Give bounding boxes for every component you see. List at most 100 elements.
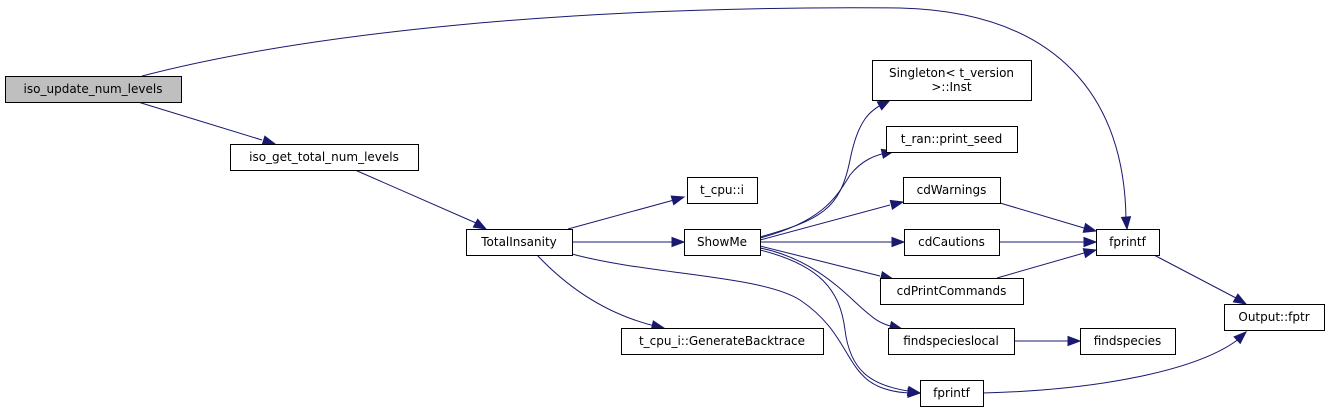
nodes-layer: iso_update_num_levels iso_get_total_num_l… — [5, 60, 1325, 407]
node-box — [888, 328, 1015, 355]
node-label: ShowMe — [697, 235, 747, 249]
node-fprintf-bottom[interactable]: fprintf — [920, 380, 984, 407]
node-box — [920, 380, 984, 407]
node-singleton-inst[interactable]: Singleton< t_version>::Inst — [872, 60, 1032, 101]
edge-line — [567, 199, 675, 230]
edge-iso_update-to-fprintf_top — [141, 7, 1132, 231]
node-box — [872, 60, 1032, 101]
edge-show_me-to-fprintf_bottom — [759, 249, 922, 397]
node-box — [903, 177, 1001, 204]
node-iso-get-total[interactable]: iso_get_total_num_levels — [230, 144, 419, 171]
node-label: t_cpu_i::GenerateBacktrace — [639, 334, 805, 348]
node-box — [466, 229, 573, 256]
arrowhead-icon — [261, 135, 277, 146]
edge-line — [996, 252, 1085, 279]
edge-line — [137, 101, 263, 141]
edge-line — [982, 337, 1241, 394]
node-box — [886, 126, 1018, 153]
edge-show_me-to-cd_print_commands — [759, 245, 895, 282]
node-fprintf-top[interactable]: fprintf — [1096, 229, 1160, 256]
edge-findspecieslocal-to-findspecies — [1014, 335, 1082, 347]
edge-line — [759, 245, 881, 277]
node-cd-warnings[interactable]: cdWarnings — [903, 177, 1001, 204]
node-box — [1080, 328, 1176, 355]
edge-total_insanity-to-show_me — [572, 236, 686, 248]
node-label: TotalInsanity — [480, 235, 557, 249]
edge-iso_update-to-iso_get_total — [137, 101, 277, 146]
node-findspecieslocal[interactable]: findspecieslocal — [888, 328, 1015, 355]
node-label: iso_get_total_num_levels — [249, 150, 399, 164]
node-output-fptr[interactable]: Output::fptr — [1224, 304, 1325, 331]
edge-cd_warnings-to-fprintf_top — [999, 202, 1098, 233]
node-label: cdPrintCommands — [897, 284, 1007, 298]
edge-show_me-to-cd_warnings — [759, 199, 905, 241]
arrowhead-icon — [889, 199, 905, 210]
edge-fprintf_bottom-to-output_fptr — [982, 331, 1248, 394]
node-box — [5, 76, 182, 103]
node-label: fprintf — [1109, 235, 1146, 249]
node-label: cdCautions — [918, 235, 985, 249]
edge-line — [536, 254, 656, 327]
edge-line — [759, 102, 886, 238]
edge-line — [354, 169, 477, 224]
node-iso-update[interactable]: iso_update_num_levels — [5, 76, 182, 103]
arrowhead-icon — [906, 385, 922, 397]
node-box — [1096, 229, 1160, 256]
node-cd-print-commands[interactable]: cdPrintCommands — [880, 278, 1024, 305]
node-total-insanity[interactable]: TotalInsanity — [466, 229, 573, 256]
node-box — [880, 278, 1024, 305]
arrowhead-icon — [1082, 222, 1098, 233]
edge-total_insanity-to-t_cpu_i — [567, 195, 686, 230]
node-findspecies[interactable]: findspecies — [1080, 328, 1176, 355]
arrowhead-icon — [1082, 248, 1098, 259]
edge-line — [1153, 254, 1237, 299]
arrowhead-icon — [472, 218, 488, 230]
node-box — [621, 328, 824, 355]
edge-line — [141, 7, 1127, 221]
node-cd-cautions[interactable]: cdCautions — [904, 229, 1000, 256]
node-label: t_cpu::i — [700, 183, 744, 197]
edges-layer — [137, 7, 1248, 399]
node-print-seed[interactable]: t_ran::print_seed — [886, 126, 1018, 153]
node-label: Singleton< t_version — [889, 66, 1014, 80]
node-show-me[interactable]: ShowMe — [684, 229, 761, 256]
node-label: Output::fptr — [1238, 310, 1309, 324]
node-label: iso_update_num_levels — [24, 82, 163, 96]
arrowhead-icon — [1083, 236, 1098, 248]
edge-show_me-to-print_seed — [759, 148, 896, 239]
node-box — [684, 229, 761, 256]
edge-fprintf_top-to-output_fptr — [1153, 254, 1248, 305]
edge-total_insanity-to-generate_backtrace — [536, 254, 666, 331]
arrowhead-icon — [1067, 335, 1082, 347]
node-label: findspecieslocal — [903, 334, 999, 348]
node-box — [230, 144, 419, 171]
arrowhead-icon — [1233, 331, 1248, 345]
edge-cd_print_commands-to-fprintf_top — [996, 248, 1098, 279]
edge-show_me-to-singleton_inst — [759, 99, 892, 238]
edge-line — [759, 151, 891, 239]
arrowhead-icon — [1120, 216, 1132, 231]
edge-line — [999, 202, 1085, 229]
edge-cd_cautions-to-fprintf_top — [999, 236, 1098, 248]
node-t-cpu-i[interactable]: t_cpu::i — [687, 177, 758, 204]
node-label: fprintf — [933, 386, 970, 400]
node-label: cdWarnings — [917, 183, 987, 197]
edge-iso_get_total-to-total_insanity — [354, 169, 488, 230]
node-label: >::Inst — [931, 80, 972, 94]
edge-show_me-to-cd_cautions — [760, 236, 906, 248]
edge-line — [759, 247, 899, 329]
edge-line — [571, 253, 911, 394]
node-label: t_ran::print_seed — [901, 132, 1003, 146]
node-generate-backtrace[interactable]: t_cpu_i::GenerateBacktrace — [621, 328, 824, 355]
edge-line — [759, 204, 891, 241]
arrowhead-icon — [891, 236, 906, 248]
arrowhead-icon — [670, 195, 686, 206]
arrowhead-icon — [671, 236, 686, 248]
node-label: findspecies — [1094, 334, 1162, 348]
node-box — [904, 229, 1000, 256]
arrowhead-icon — [876, 99, 892, 111]
node-box — [1224, 304, 1325, 331]
edge-line — [759, 249, 909, 392]
node-box — [687, 177, 758, 204]
